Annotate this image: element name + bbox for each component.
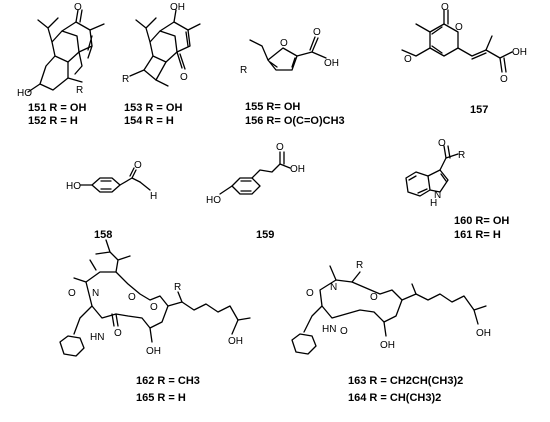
- atom-OH-163: OH: [380, 340, 395, 351]
- atom-OH-157: OH: [512, 47, 527, 58]
- atom-O-158: O: [134, 160, 142, 171]
- label-158: 158: [94, 229, 112, 241]
- atom-R-151: R: [76, 85, 83, 96]
- label-161: 161 R= H: [454, 229, 501, 241]
- atom-OH-159: OH: [290, 164, 305, 175]
- label-157: 157: [470, 104, 488, 116]
- label-151: 151 R = OH: [28, 102, 86, 114]
- atom-R-155: R: [240, 65, 247, 76]
- atom-H-158: H: [150, 191, 157, 202]
- label-165: 165 R = H: [136, 392, 186, 404]
- atom-O-153: O: [180, 72, 188, 83]
- structure-151-152: O HO R 151 R = OH 152 R = H: [17, 2, 105, 127]
- label-152: 152 R = H: [28, 115, 78, 127]
- structure-158: HO O H 158: [66, 160, 157, 241]
- label-162: 162 R = CH3: [136, 375, 200, 387]
- atom-HN-163: HN: [322, 324, 336, 335]
- atom-OH-153: OH: [170, 2, 185, 13]
- atom-O-157-ring: O: [455, 22, 463, 33]
- atom-O-162: O: [114, 328, 122, 339]
- atom-OH-155: OH: [324, 58, 339, 69]
- atom-O-155: O: [313, 27, 321, 38]
- atom-OH-162: OH: [146, 346, 161, 357]
- structure-155-156: R O O OH 155 R= OH 156 R= O(C=O)CH3: [240, 27, 345, 127]
- label-155: 155 R= OH: [245, 101, 300, 113]
- atom-O-162-ring: O: [150, 302, 158, 313]
- atom-HO-159: HO: [206, 195, 221, 206]
- atom-O-157-acid: O: [500, 74, 508, 85]
- atom-R-160: R: [458, 150, 465, 161]
- label-163: 163 R = CH2CH(CH3)2: [348, 375, 463, 387]
- label-154: 154 R = H: [124, 115, 174, 127]
- atom-HN-162: HN: [90, 332, 104, 343]
- atom-OH-162-tail: OH: [228, 336, 243, 347]
- atom-O-155-ring: O: [280, 38, 288, 49]
- atom-O-157-methoxy: O: [404, 54, 412, 65]
- structure-157: O O O OH O 157: [401, 2, 527, 116]
- atom-O-163: O: [340, 326, 348, 337]
- atom-HO-151: HO: [17, 88, 32, 99]
- label-153: 153 R = OH: [124, 102, 182, 114]
- atom-O-162-amide: O: [68, 288, 76, 299]
- structure-162-165: O N O O O OH HN R OH 162 R = CH3 165 R =…: [59, 239, 251, 404]
- atom-R-162: R: [174, 282, 181, 293]
- label-164: 164 R = CH(CH3)2: [348, 392, 441, 404]
- atom-O-163-ester: O: [370, 292, 378, 303]
- atom-O-157-carbonyl: O: [441, 2, 449, 13]
- structure-163-164: O N R O O OH HN OH 163 R = CH2CH(CH3)2 1…: [291, 260, 491, 404]
- atom-O-159: O: [276, 142, 284, 153]
- atom-O-162-ester: O: [128, 292, 136, 303]
- atom-OH-163-tail: OH: [476, 328, 491, 339]
- atom-R-163: R: [356, 260, 363, 271]
- structure-159: HO O OH 159: [206, 142, 305, 241]
- structure-160-161: O R H N 160 R= OH 161 R= H: [405, 138, 509, 241]
- atom-O-151: O: [74, 2, 82, 13]
- structure-153-154: OH O R 153 R = OH 154 R = H: [122, 2, 201, 127]
- atom-N-162: N: [92, 288, 99, 299]
- atom-R-153: R: [122, 74, 129, 85]
- label-159: 159: [256, 229, 274, 241]
- label-160: 160 R= OH: [454, 215, 509, 227]
- atom-NH-160: H: [430, 198, 437, 209]
- label-156: 156 R= O(C=O)CH3: [245, 115, 345, 127]
- atom-N-163: N: [330, 282, 337, 293]
- atom-O-160: O: [438, 138, 446, 149]
- atom-HO-158: HO: [66, 181, 81, 192]
- atom-N-160: N: [434, 190, 441, 201]
- atom-O-163-amide: O: [306, 288, 314, 299]
